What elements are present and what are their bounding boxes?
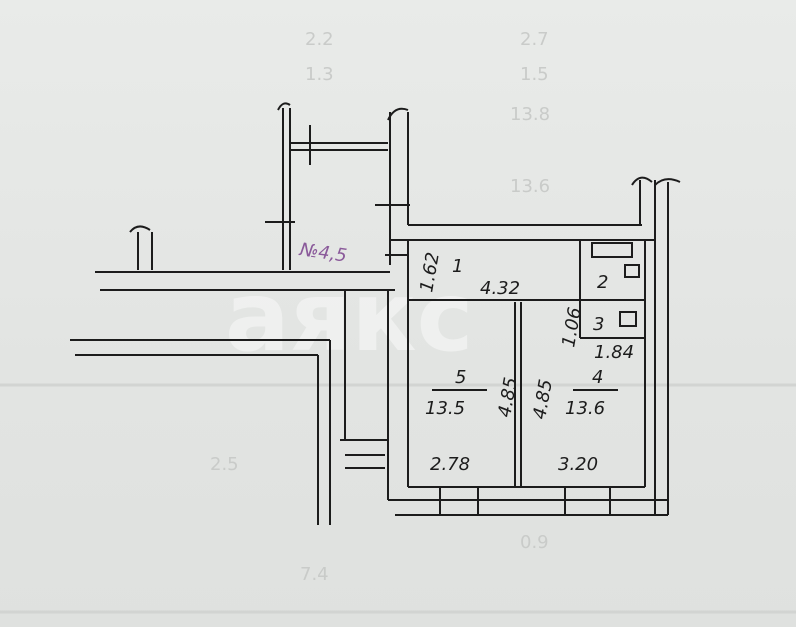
bg-value: 2.7 (520, 29, 549, 50)
bg-value: 2.5 (210, 454, 239, 475)
room-4-width: 3.20 (558, 454, 598, 475)
bg-value: 1.5 (520, 64, 549, 85)
bg-value: 7.4 (300, 564, 329, 585)
room-3-number: 3 (593, 314, 604, 335)
room-5-length: 4.85 (494, 376, 522, 419)
corridor-walls (70, 225, 395, 525)
room-5-width: 2.78 (430, 454, 470, 475)
room-4-number: 4 (592, 367, 603, 388)
bg-value: 0.9 (520, 532, 549, 553)
stair-shaft-walls (265, 102, 410, 270)
bg-value: 1.3 (305, 64, 334, 85)
room-2-number: 2 (597, 272, 608, 293)
bg-value: 2.2 (305, 29, 334, 50)
room-4-extra-dim: 1.84 (594, 342, 634, 363)
bg-value: 13.8 (510, 104, 550, 125)
room-1-number: 1 (452, 256, 463, 277)
room-1-length: 4.32 (480, 278, 520, 299)
background-table: 2.7 2.2 1.5 1.3 13.8 13.6 2.5 0.9 7.4 (0, 29, 796, 614)
room-5-number: 5 (455, 367, 466, 388)
room-5-area: 13.5 (425, 398, 465, 419)
apartment-walls (385, 176, 681, 516)
bg-value: 13.6 (510, 176, 550, 197)
room-3-dimension: 1.06 (558, 306, 586, 349)
room-4-area: 13.6 (565, 398, 605, 419)
